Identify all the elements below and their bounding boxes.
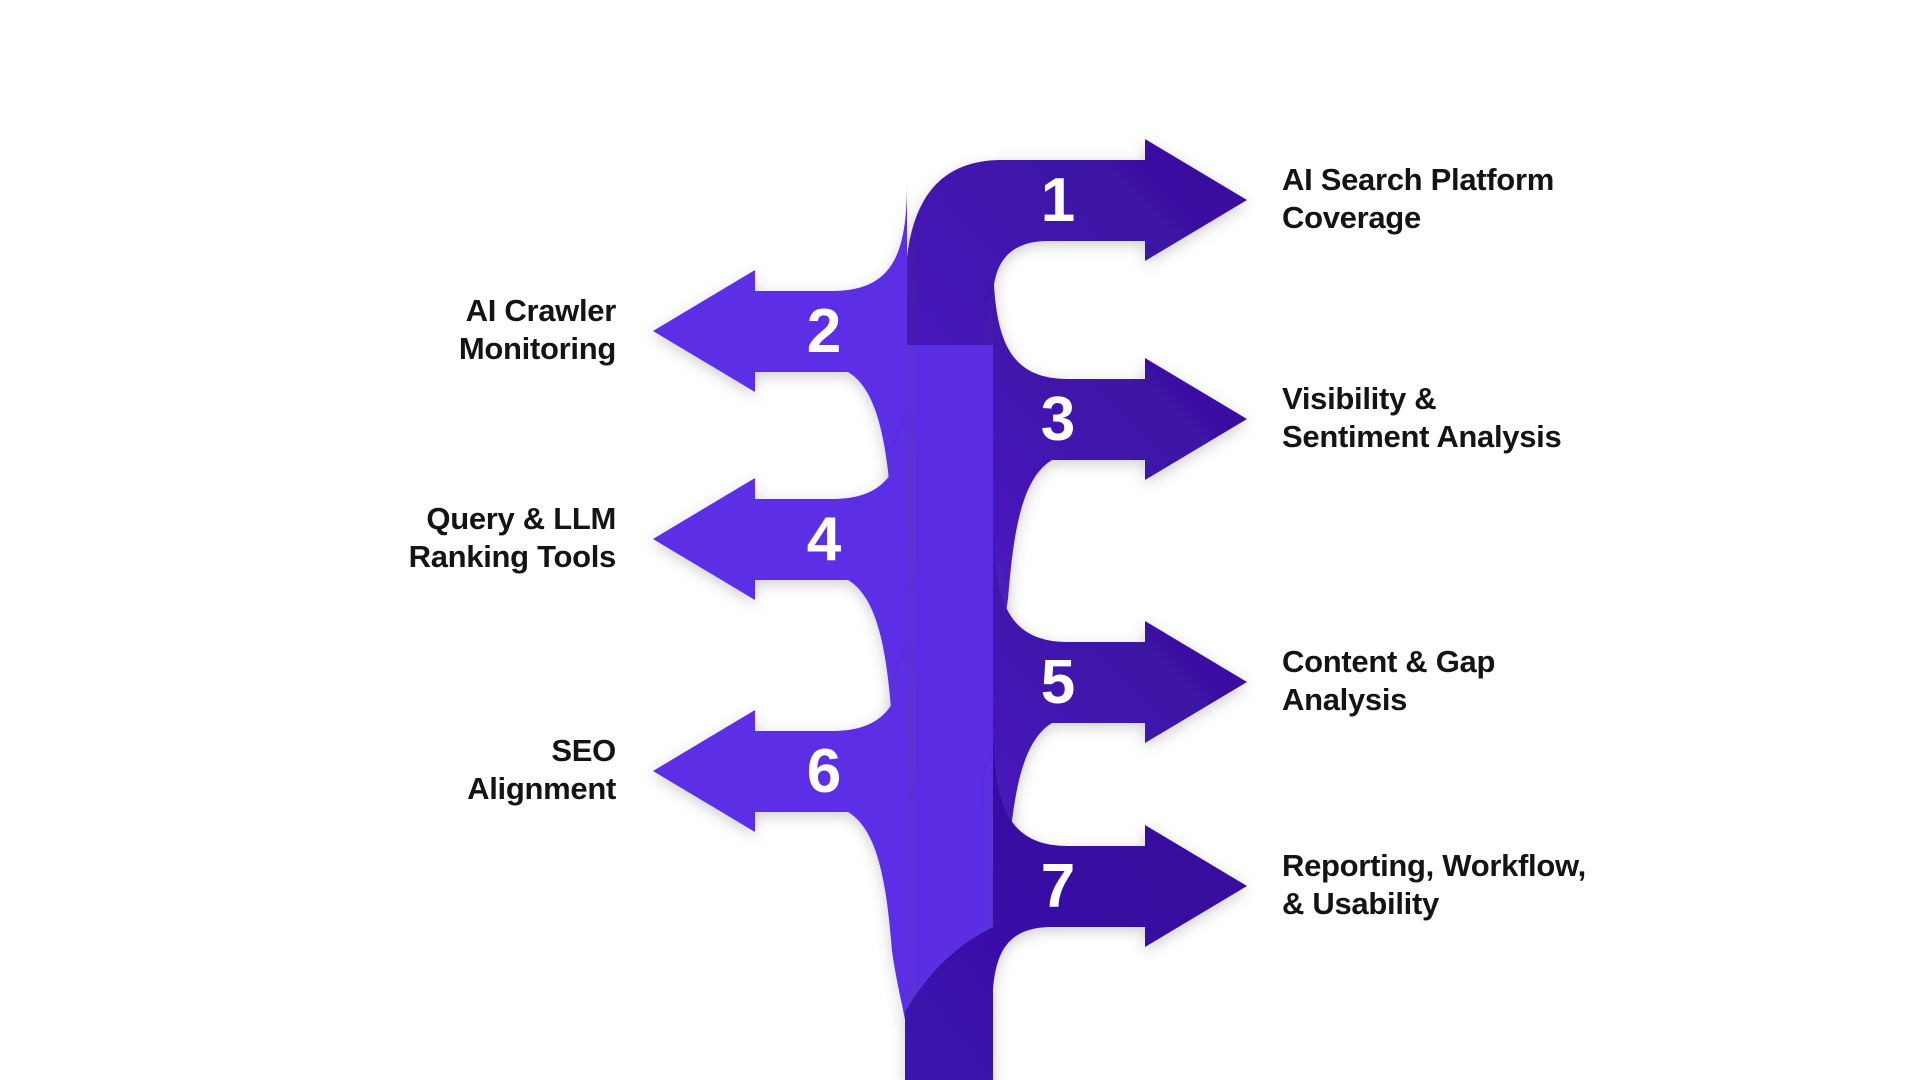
step-2-label: AI Crawler Monitoring bbox=[196, 292, 616, 368]
step-1-number: 1 bbox=[1040, 166, 1076, 235]
step-6-label-line-2: Alignment bbox=[467, 771, 616, 806]
step-7-number: 7 bbox=[1040, 852, 1076, 921]
step-4-number: 4 bbox=[806, 505, 842, 574]
step-4-label: Query & LLM Ranking Tools bbox=[196, 500, 617, 576]
step-1-label: AI Search Platform Coverage bbox=[1282, 161, 1702, 237]
step-5-label-line-2: Analysis bbox=[1282, 682, 1408, 717]
branch-arrow-3-shape bbox=[993, 249, 1247, 679]
step-6-label: SEO Alignment bbox=[196, 732, 616, 808]
step-6-number: 6 bbox=[806, 737, 842, 806]
trunk bbox=[907, 345, 993, 1030]
branch-arrow-7-shape bbox=[905, 716, 1247, 1080]
step-1-label-line-1: AI Search Platform bbox=[1282, 162, 1554, 197]
step-7-label-line-1: Reporting, Workflow, bbox=[1282, 848, 1586, 883]
step-1-label-line-2: Coverage bbox=[1282, 200, 1421, 235]
step-5-label-line-1: Content & Gap bbox=[1282, 644, 1496, 679]
step-3-number: 3 bbox=[1040, 385, 1076, 454]
step-5-number: 5 bbox=[1040, 648, 1076, 717]
step-3-label: Visibility & Sentiment Analysis bbox=[1282, 380, 1702, 456]
step-3-label-line-2: Sentiment Analysis bbox=[1282, 419, 1562, 454]
step-4-label-line-1: Query & LLM bbox=[426, 501, 616, 536]
step-7-label-line-2: & Usability bbox=[1282, 886, 1439, 921]
step-4-label-line-2: Ranking Tools bbox=[408, 539, 617, 574]
step-2-label-line-2: Monitoring bbox=[458, 331, 616, 366]
branch-arrow-5-shape bbox=[993, 512, 1247, 942]
step-6-label-line-1: SEO bbox=[551, 733, 616, 768]
step-5-label: Content & Gap Analysis bbox=[1282, 643, 1702, 719]
step-3-label-line-1: Visibility & bbox=[1282, 381, 1437, 416]
step-7-label: Reporting, Workflow, & Usability bbox=[1282, 847, 1702, 923]
step-2-number: 2 bbox=[806, 297, 842, 366]
step-2-label-line-1: AI Crawler bbox=[465, 293, 617, 328]
branch-arrow-6-shape bbox=[653, 621, 907, 1031]
